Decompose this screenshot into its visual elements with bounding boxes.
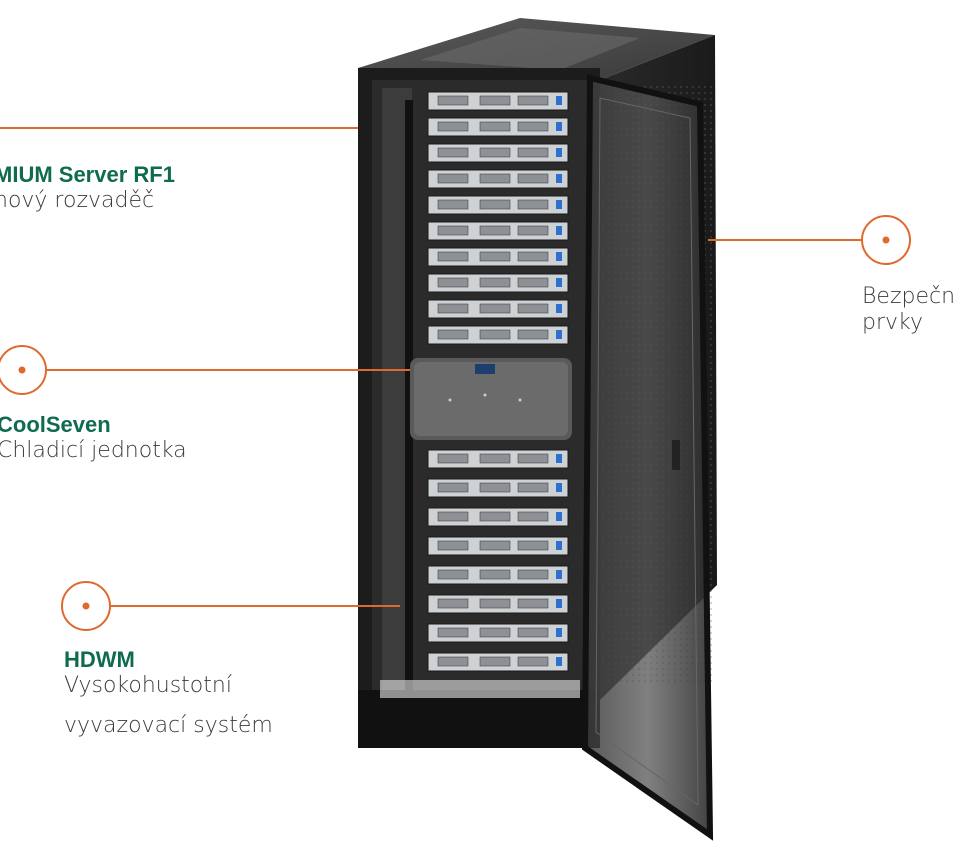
rack-door [581,74,714,841]
callout-server-title: MIUM Server RF1 [0,162,175,187]
drive-bay [437,511,469,522]
callout-server: MIUM Server RF1 nový rozvaděč [0,162,175,214]
drive-bay [437,225,469,236]
drive-bay [437,251,469,262]
drive-bay [479,598,511,609]
drive-bay [517,251,549,262]
status-led [556,226,562,235]
status-led [556,252,562,261]
drive-bay [517,540,549,551]
drive-bay [517,303,549,314]
status-led [556,122,562,131]
drive-bay [517,173,549,184]
drive-bay [517,511,549,522]
status-led [556,148,562,157]
drive-bay [517,277,549,288]
drive-bay [479,511,511,522]
drive-bay [437,173,469,184]
drive-bay [517,453,549,464]
drive-bay [437,277,469,288]
drive-bay [517,121,549,132]
drive-bay [437,656,469,667]
status-led [556,454,562,463]
drive-bay [437,95,469,106]
cooling-unit [410,358,572,440]
callout-dot-security [882,236,890,244]
status-led [556,628,562,637]
status-led [556,330,562,339]
status-led [556,304,562,313]
drive-bay [479,569,511,580]
drive-bay [517,482,549,493]
status-led [556,278,562,287]
drive-bay [479,656,511,667]
callout-cooling-title: CoolSeven [0,412,111,437]
status-led [556,96,562,105]
callout-security-subtitle-line2: prvky [862,310,924,335]
drive-bay [437,199,469,210]
callout-cooling-subtitle: Chladicí jednotka [0,438,187,463]
status-led [556,570,562,579]
callout-dot-hdwm [82,602,90,610]
drive-bay [437,121,469,132]
drive-bay [437,329,469,340]
drive-bay [479,173,511,184]
drive-bay [479,199,511,210]
drive-bay [517,627,549,638]
drive-bay [479,251,511,262]
drive-bay [517,569,549,580]
drive-bay [517,95,549,106]
drive-bay [479,121,511,132]
drive-bay [437,453,469,464]
drive-bay [517,598,549,609]
drive-bay [437,569,469,580]
drive-bay [479,225,511,236]
status-led [556,599,562,608]
drive-bay [437,598,469,609]
callout-hdwm-title: HDWM [64,647,135,672]
status-led [556,541,562,550]
callout-hdwm: HDWM Vysokohustotní vyvazovací systém [64,647,273,739]
drive-bay [479,482,511,493]
drive-bay [437,303,469,314]
drive-bay [517,147,549,158]
callout-security-subtitle-line1: Bezpečn [862,284,956,309]
drive-bay [479,329,511,340]
callout-hdwm-subtitle-line1: Vysokohustotní [64,673,232,698]
drive-bay [437,540,469,551]
drive-bay [479,627,511,638]
drive-bay [479,277,511,288]
drive-bay [479,303,511,314]
status-led [556,483,562,492]
status-led [556,512,562,521]
drive-bay [479,540,511,551]
callout-dot-cooling [18,366,26,374]
drive-bay [517,225,549,236]
drive-bay [479,147,511,158]
callout-hdwm-subtitle-line2: vyvazovací systém [64,713,273,738]
drive-bay [517,199,549,210]
callout-server-subtitle: nový rozvaděč [0,188,155,213]
status-led [556,657,562,666]
status-led [556,174,562,183]
drive-bay [517,329,549,340]
drive-bay [437,627,469,638]
drive-bay [437,482,469,493]
callout-cooling: CoolSeven Chladicí jednotka [0,412,187,464]
server-units [427,91,569,672]
drive-bay [437,147,469,158]
drive-bay [517,656,549,667]
drive-bay [479,453,511,464]
callout-lines [0,127,911,631]
status-led [556,200,562,209]
drive-bay [479,95,511,106]
callout-security: Bezpečn prvky [862,284,955,336]
